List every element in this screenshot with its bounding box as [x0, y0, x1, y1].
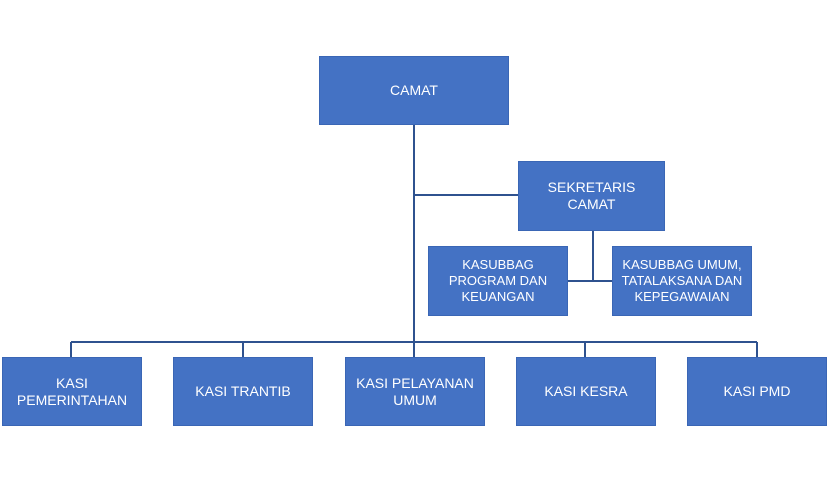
kasi-kesra-box: KASI KESRA	[516, 357, 656, 426]
kasubbag-program-box: KASUBBAG PROGRAM DAN KEUANGAN	[428, 246, 568, 316]
sekretaris-camat-box: SEKRETARIS CAMAT	[518, 161, 665, 231]
kasi-pemerintahan-box: KASI PEMERINTAHAN	[2, 357, 142, 426]
kasubbag-umum-box: KASUBBAG UMUM, TATALAKSANA DAN KEPEGAWAI…	[612, 246, 752, 316]
kasi-pmd-box: KASI PMD	[687, 357, 827, 426]
kasi-pelayanan-umum-box: KASI PELAYANAN UMUM	[345, 357, 485, 426]
camat-box: CAMAT	[319, 56, 509, 125]
kasi-trantib-box: KASI TRANTIB	[173, 357, 313, 426]
